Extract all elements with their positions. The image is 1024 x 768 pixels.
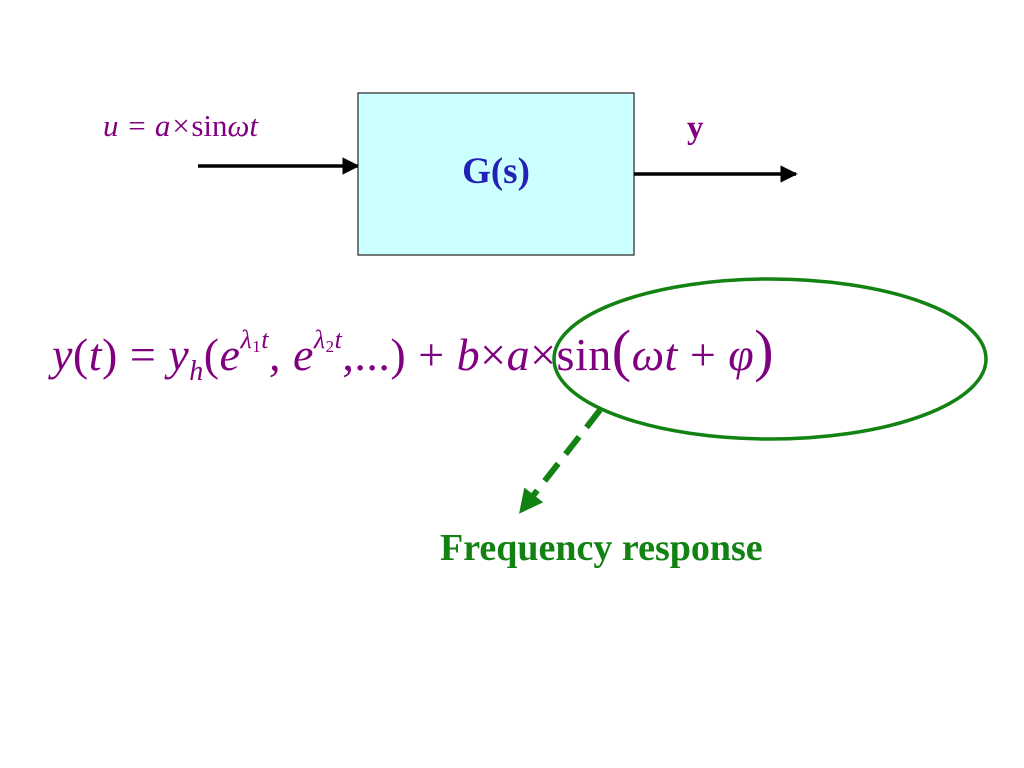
frequency-response-label: Frequency response: [440, 527, 763, 569]
input-signal-label: u = a×sinωt: [103, 108, 259, 143]
output-signal-label: y: [687, 110, 704, 146]
annotation-dashed-arrow: [519, 408, 603, 514]
transfer-function-label: G(s): [462, 151, 530, 192]
highlight-ellipse: [552, 277, 988, 441]
output-equation: y(t) = yh(eλ1t, eλ2t,...) + b×a×sin(ωt +…: [52, 318, 775, 388]
transfer-function-block: [357, 92, 635, 256]
